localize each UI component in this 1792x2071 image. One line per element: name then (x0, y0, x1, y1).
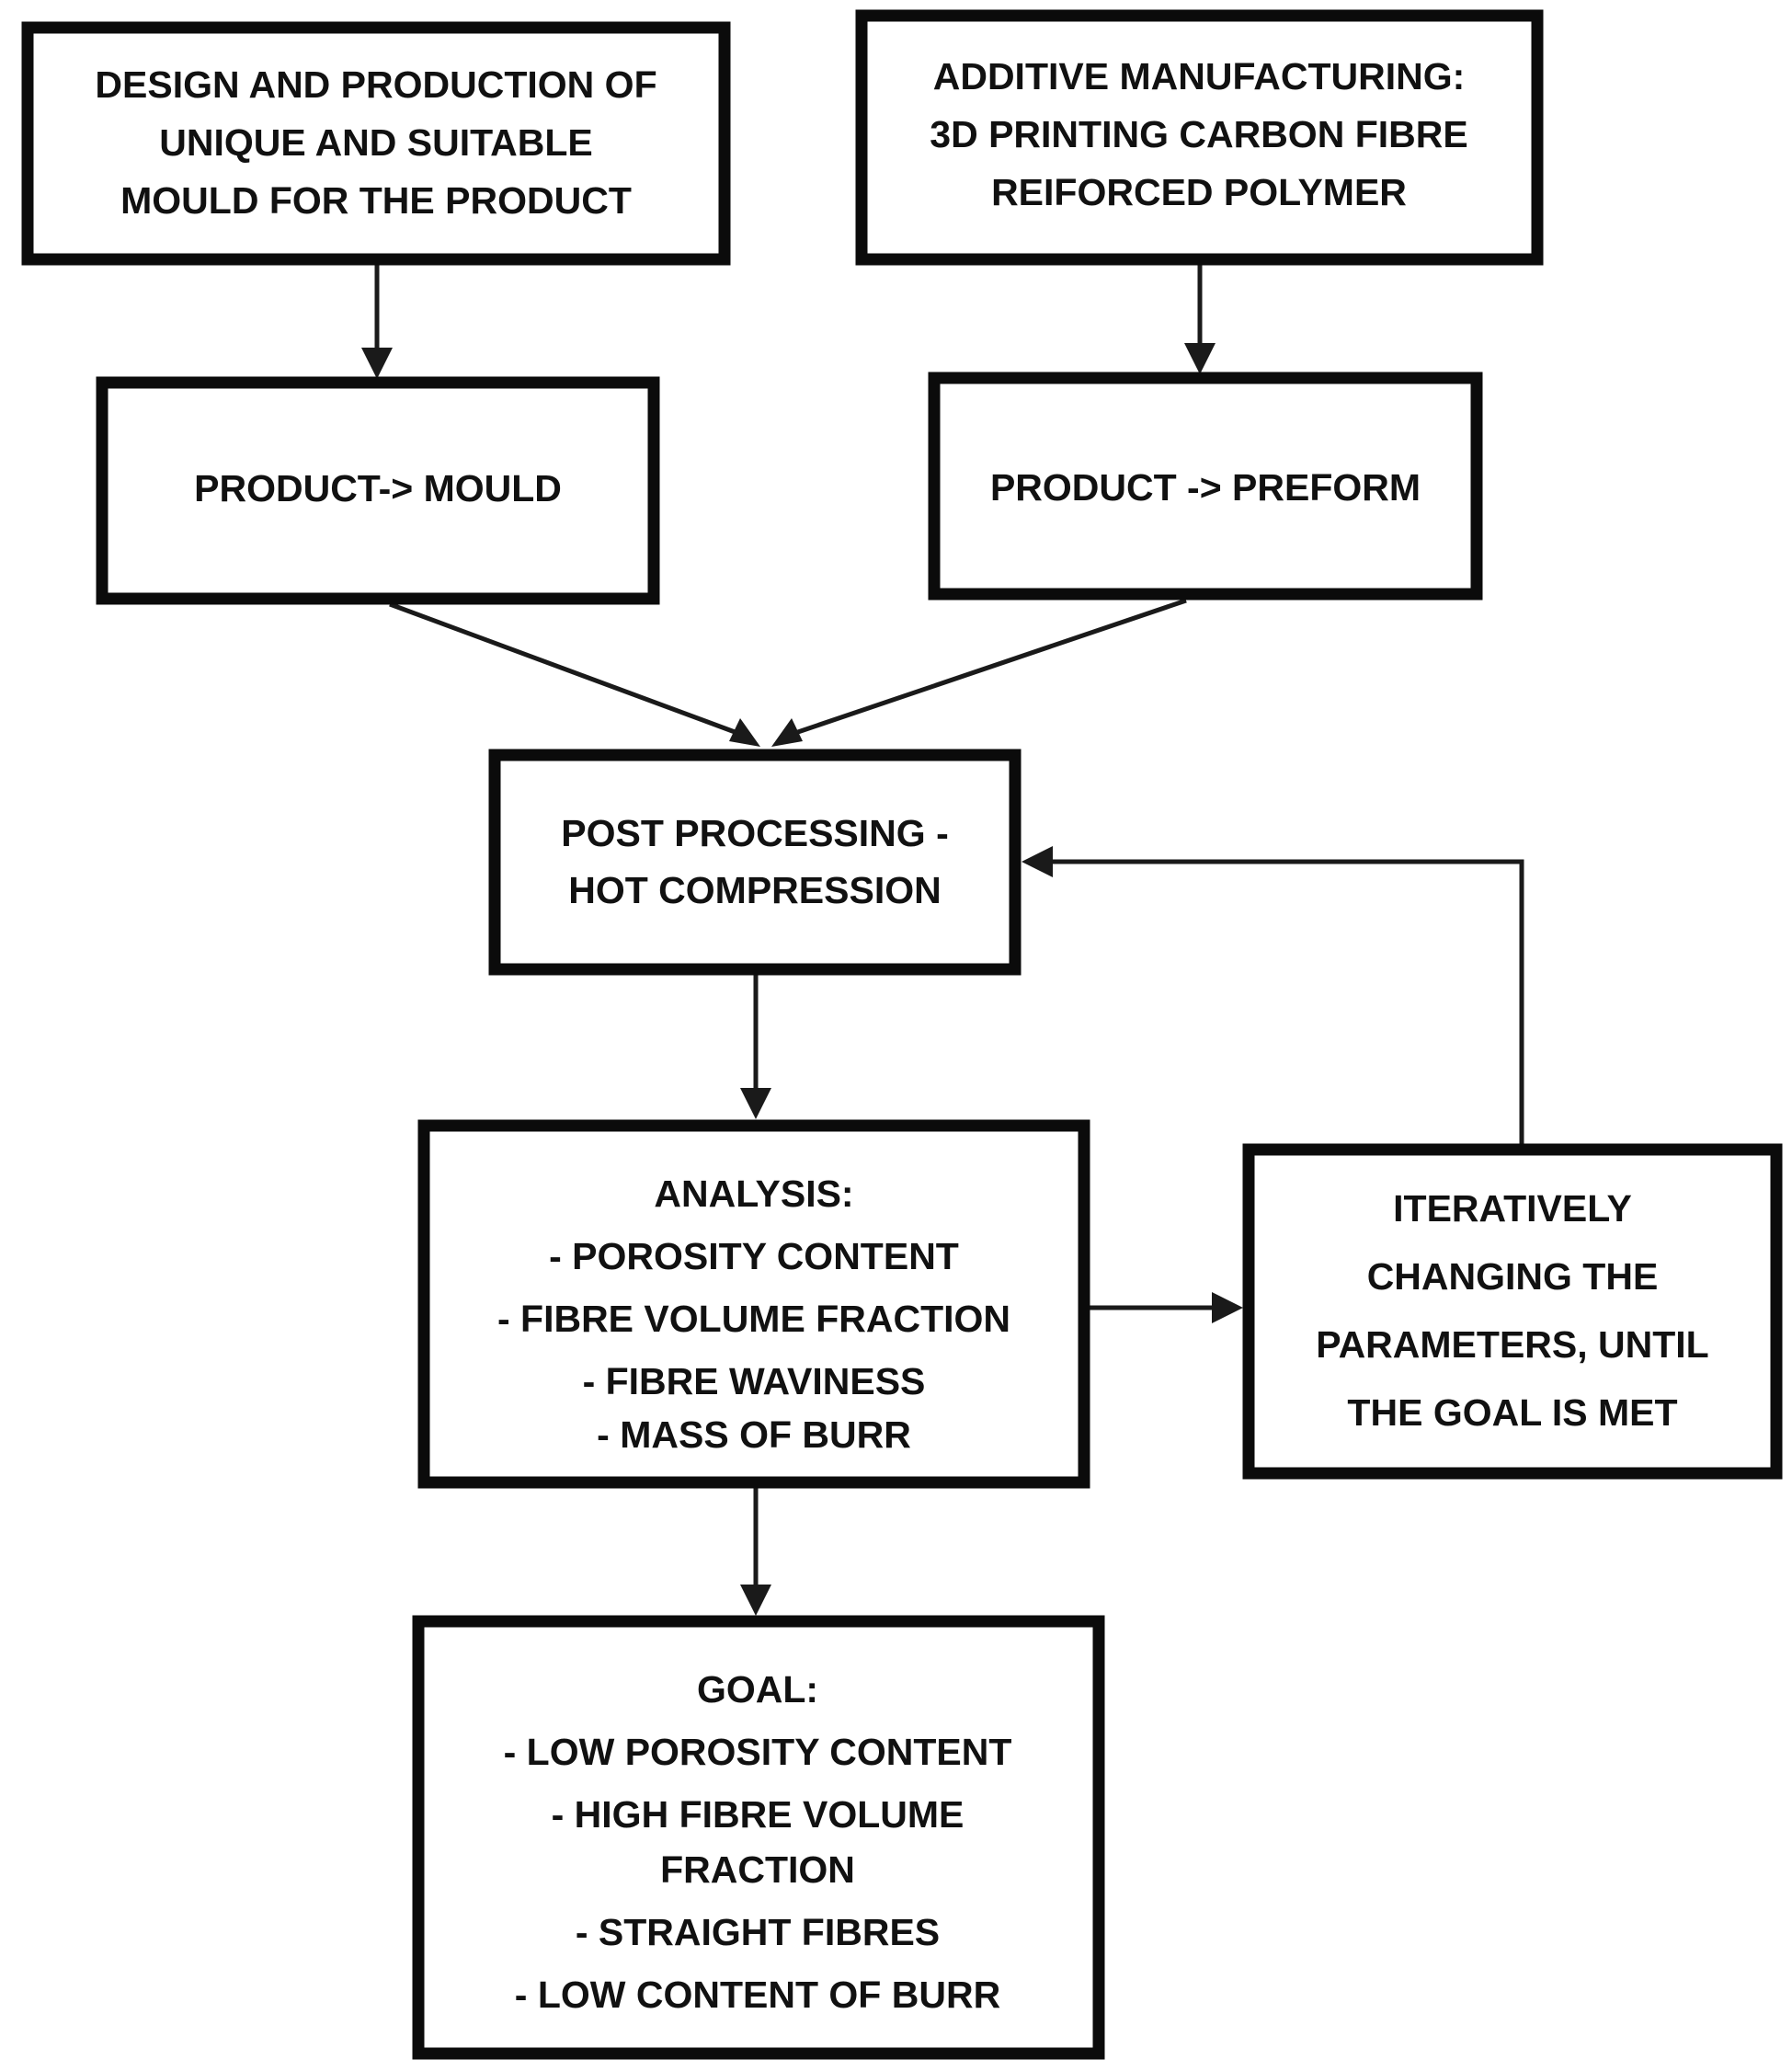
edge-analysis-to-iterative (1090, 1292, 1243, 1323)
node-post-processing-line-2: HOT COMPRESSION (568, 869, 941, 911)
node-product-preform-label: PRODUCT -> PREFORM (990, 466, 1421, 509)
node-design-mould-line-2: UNIQUE AND SUITABLE (159, 121, 593, 164)
node-iterative-parameters-line-2: CHANGING THE (1367, 1255, 1659, 1298)
node-product-mould[interactable]: PRODUCT-> MOULD (96, 376, 660, 605)
edge-am-to-preform (1184, 260, 1216, 374)
node-analysis-line-1: ANALYSIS: (654, 1173, 853, 1215)
node-analysis-line-2: - POROSITY CONTENT (549, 1235, 959, 1277)
node-goal-line-3: - HIGH FIBRE VOLUME (552, 1793, 964, 1836)
node-goal[interactable]: GOAL: - LOW POROSITY CONTENT - HIGH FIBR… (412, 1615, 1105, 2060)
node-additive-manufacturing-line-3: REIFORCED POLYMER (991, 171, 1407, 213)
node-additive-manufacturing[interactable]: ADDITIVE MANUFACTURING: 3D PRINTING CARB… (855, 9, 1544, 266)
node-product-mould-label: PRODUCT-> MOULD (194, 467, 562, 509)
node-goal-line-1: GOAL: (697, 1668, 818, 1711)
node-goal-line-2: - LOW POROSITY CONTENT (504, 1731, 1012, 1773)
node-analysis-line-4: - FIBRE WAVINESS (583, 1360, 926, 1402)
node-additive-manufacturing-line-2: 3D PRINTING CARBON FIBRE (930, 113, 1467, 155)
node-goal-line-6: - LOW CONTENT OF BURR (515, 1974, 1000, 2016)
edge-preform-to-post (771, 598, 1187, 747)
node-design-mould-line-3: MOULD FOR THE PRODUCT (120, 179, 632, 222)
node-iterative-parameters-line-4: THE GOAL IS MET (1347, 1391, 1677, 1434)
node-goal-line-5: - STRAIGHT FIBRES (576, 1911, 940, 1953)
node-additive-manufacturing-line-1: ADDITIVE MANUFACTURING: (933, 55, 1466, 97)
edge-layer (361, 260, 1524, 1616)
edge-mould-to-post (389, 601, 760, 747)
edge-design-to-mould (361, 260, 393, 379)
node-iterative-parameters-line-3: PARAMETERS, UNTIL (1316, 1323, 1708, 1366)
node-analysis[interactable]: ANALYSIS: - POROSITY CONTENT - FIBRE VOL… (417, 1119, 1090, 1489)
node-design-mould-line-1: DESIGN AND PRODUCTION OF (95, 63, 656, 106)
node-design-mould[interactable]: DESIGN AND PRODUCTION OF UNIQUE AND SUIT… (21, 21, 731, 266)
node-analysis-line-5: - MASS OF BURR (597, 1413, 911, 1456)
edge-post-to-analysis (740, 975, 771, 1119)
node-product-preform[interactable]: PRODUCT -> PREFORM (928, 372, 1483, 601)
node-post-processing[interactable]: POST PROCESSING - HOT COMPRESSION (488, 749, 1022, 976)
node-post-processing-line-1: POST PROCESSING - (561, 812, 948, 854)
node-iterative-parameters-line-1: ITERATIVELY (1393, 1187, 1632, 1230)
edge-iterative-to-post (1022, 846, 1524, 1144)
node-goal-line-4: FRACTION (660, 1848, 855, 1891)
node-analysis-line-3: - FIBRE VOLUME FRACTION (497, 1298, 1010, 1340)
node-iterative-parameters[interactable]: ITERATIVELY CHANGING THE PARAMETERS, UNT… (1242, 1143, 1783, 1480)
edge-analysis-to-goal (740, 1488, 771, 1616)
